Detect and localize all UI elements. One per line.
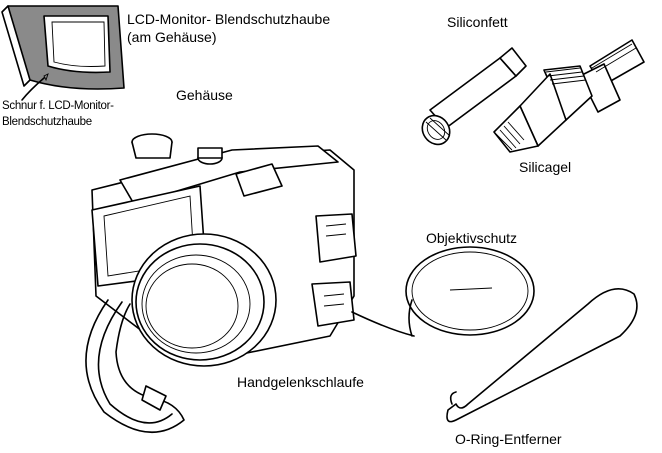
o-ring-remover-illustration: [446, 288, 638, 423]
silicone-grease-label: Siliconfett: [447, 14, 508, 30]
lcd-hood-label-line1: LCD-Monitor- Blendschutzhaube: [127, 11, 331, 27]
wrist-strap-illustration: [85, 299, 185, 433]
hood-cord-label-line1: Schnur f. LCD-Monitor-: [2, 100, 114, 112]
silicone-grease-illustration: [421, 47, 527, 146]
housing-illustration: [91, 133, 357, 367]
o-ring-remover-label: O-Ring-Entferner: [455, 431, 562, 447]
silica-gel-illustration: [493, 39, 645, 153]
lens-cap-label: Objektivschutz: [426, 230, 518, 246]
silica-gel-label: Silicagel: [519, 159, 572, 175]
hood-cord-illustration: [21, 73, 49, 101]
lcd-hood-label-line2: (am Gehäuse): [127, 29, 217, 45]
housing-label: Gehäuse: [176, 87, 233, 103]
wrist-strap-label: Handgelenkschlaufe: [237, 374, 364, 390]
hood-cord-label-line2: Blendschutzhaube: [2, 116, 92, 128]
lens-cap-illustration: [351, 246, 535, 337]
lcd-hood-illustration: [1, 5, 125, 90]
